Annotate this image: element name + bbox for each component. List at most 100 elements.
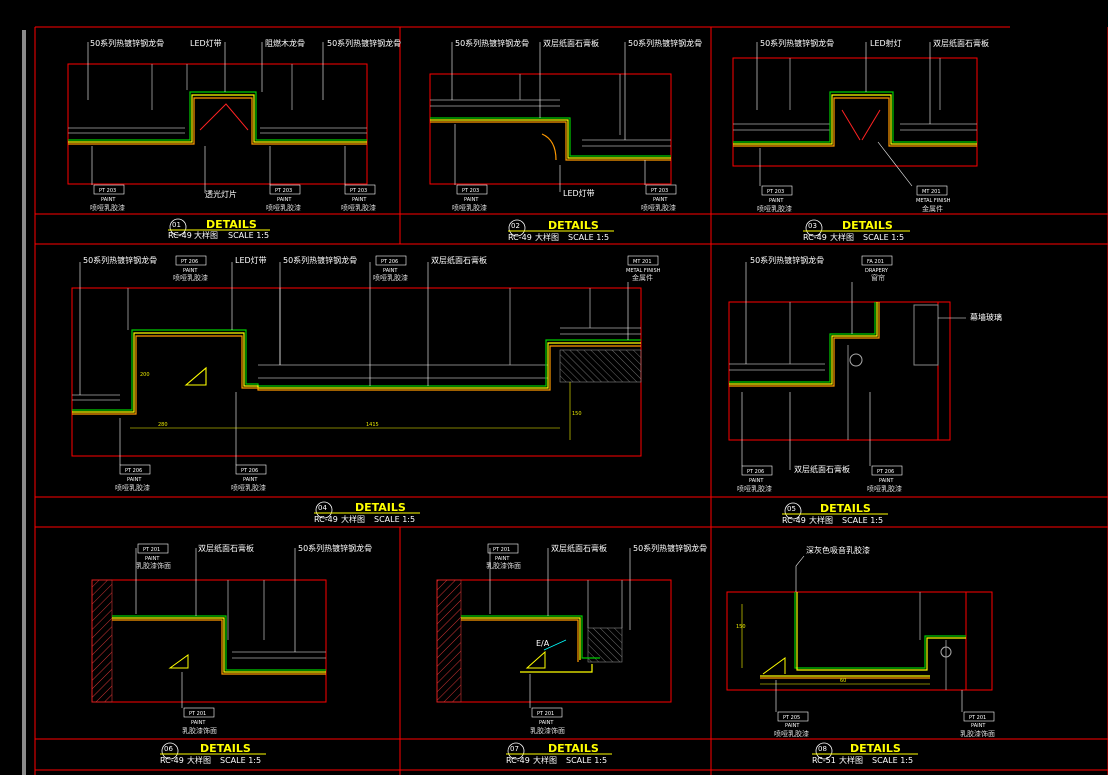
view-type: 大样图 — [194, 230, 218, 240]
finish-code: PT 203 — [462, 188, 479, 194]
paint-label: PAINT — [277, 197, 292, 203]
finish-code: FA 201 — [867, 259, 884, 265]
detail-02: 50系列热镀锌钢龙骨 双层纸面石膏板 50系列热镀锌钢龙骨 LED灯带 PT 2… — [429, 38, 702, 242]
metal-finish-label: METAL FINISH — [916, 198, 951, 204]
finish-note: 乳胶漆饰面 — [182, 726, 217, 735]
scale-text: SCALE 1:5 — [568, 233, 609, 242]
label-steel-keel: 50系列热镀锌钢龙骨 — [760, 38, 834, 48]
view-type: 大样图 — [187, 755, 211, 765]
scale-text: SCALE 1:5 — [374, 515, 415, 524]
label-gypsum-board: 双层纸面石膏板 — [551, 543, 607, 553]
label-gypsum-board: 双层纸面石膏板 — [431, 255, 487, 265]
finish-note: 喷哑乳胶漆 — [341, 203, 376, 212]
label-steel-keel-2: 50系列热镀锌钢龙骨 — [628, 38, 702, 48]
paint-label: PAINT — [352, 197, 367, 203]
finish-code: PT 206 — [877, 469, 894, 475]
paint-label: PAINT — [785, 723, 800, 729]
sheet-left-margin-bar — [22, 30, 26, 775]
label-steel-keel-1: 50系列热镀锌钢龙骨 — [83, 255, 157, 265]
detail-number: 04 — [318, 504, 327, 512]
finish-code: PT 203 — [275, 188, 292, 194]
finish-code: PT 206 — [381, 259, 398, 265]
view-type: 大样图 — [809, 515, 833, 525]
view-type: 大样图 — [533, 755, 557, 765]
scale-text: SCALE 1:5 — [872, 756, 913, 765]
finish-code: PT 201 — [189, 711, 206, 717]
paint-label: PAINT — [971, 723, 986, 729]
finish-note: 喷哑乳胶漆 — [452, 203, 487, 212]
label-gypsum-board: 双层纸面石膏板 — [794, 464, 850, 474]
label-steel-keel-1: 50系列热镀锌钢龙骨 — [455, 38, 529, 48]
detail-08: 150 60 深灰色吸音乳胶漆 PT 205 PAINT 喷哑乳胶漆 PT 20… — [726, 545, 995, 765]
label-gypsum-board: 双层纸面石膏板 — [933, 38, 989, 48]
details-heading: DETAILS — [820, 502, 871, 515]
label-led-strip: LED灯带 — [190, 38, 222, 48]
detail-number: 03 — [808, 222, 817, 230]
details-heading: DETAILS — [842, 219, 893, 232]
detail-title-block: 06 DETAILS RC-49 大样图 SCALE 1:5 — [160, 742, 266, 765]
finish-note: 喷哑乳胶漆 — [90, 203, 125, 212]
paint-label: PAINT — [101, 197, 116, 203]
detail-01: 50系列热镀锌钢龙骨 LED灯带 阻燃木龙骨 50系列热镀锌钢龙骨 透光灯片 P… — [67, 38, 401, 240]
paint-label: PAINT — [539, 720, 554, 726]
label-steel-keel-1: 50系列热镀锌钢龙骨 — [90, 38, 164, 48]
scale-text: SCALE 1:5 — [863, 233, 904, 242]
metal-finish-label: METAL FINISH — [626, 268, 661, 274]
detail-title-block: 02 DETAILS RC-49 大样图 SCALE 1:5 — [508, 219, 614, 242]
label-gypsum-board: 双层纸面石膏板 — [198, 543, 254, 553]
scale-text: SCALE 1:5 — [228, 231, 269, 240]
finish-note: 喷哑乳胶漆 — [757, 204, 792, 213]
finish-code: MT 201 — [922, 189, 941, 195]
paint-label: PAINT — [191, 720, 206, 726]
sheet-reference: RC-49 — [508, 233, 532, 242]
label-wood-keel: 阻燃木龙骨 — [265, 38, 305, 48]
sheet-frame — [34, 26, 1108, 775]
paint-label: PAINT — [127, 477, 142, 483]
paint-label: PAINT — [464, 197, 479, 203]
sheet-reference: RC-49 — [803, 233, 827, 242]
detail-number: 01 — [172, 221, 181, 229]
finish-code: PT 201 — [493, 547, 510, 553]
details-heading: DETAILS — [548, 219, 599, 232]
finish-note: 窗帘 — [871, 273, 885, 282]
detail-boundary — [436, 579, 672, 703]
finish-note: 喷哑乳胶漆 — [737, 484, 772, 493]
sheet-reference: RC-49 — [782, 516, 806, 525]
detail-number: 06 — [164, 745, 173, 753]
view-type: 大样图 — [830, 232, 854, 242]
label-steel-keel-2: 50系列热镀锌钢龙骨 — [327, 38, 401, 48]
sheet-reference: RC-49 — [168, 231, 192, 240]
finish-note: 喷哑乳胶漆 — [266, 203, 301, 212]
finish-note: 喷哑乳胶漆 — [774, 729, 809, 738]
label-acoustic-paint: 深灰色吸音乳胶漆 — [806, 545, 870, 555]
paint-label: PAINT — [769, 198, 784, 204]
scale-text: SCALE 1:5 — [842, 516, 883, 525]
finish-note: 喷哑乳胶漆 — [373, 273, 408, 282]
detail-title-block: 01 DETAILS RC-49 大样图 SCALE 1:5 — [168, 218, 270, 240]
finish-note: 喷哑乳胶漆 — [173, 273, 208, 282]
finish-code: PT 201 — [143, 547, 160, 553]
dimension-text: 1415 — [366, 422, 379, 428]
label-gypsum-board: 双层纸面石膏板 — [543, 38, 599, 48]
detail-number: 05 — [787, 505, 796, 513]
finish-note: 喷哑乳胶漆 — [231, 483, 266, 492]
detail-05: 50系列热镀锌钢龙骨 幕墙玻璃 双层纸面石膏板 FA 201 DRAPERY 窗… — [728, 255, 1002, 525]
detail-number: 02 — [511, 222, 520, 230]
dimension-text: 200 — [140, 372, 150, 378]
details-heading: DETAILS — [355, 501, 406, 514]
finish-code: PT 203 — [651, 188, 668, 194]
detail-boundary — [429, 73, 672, 185]
detail-06: PT 201 PAINT 乳胶漆饰面 双层纸面石膏板 50系列热镀锌钢龙骨 PT… — [91, 543, 372, 765]
paint-label: PAINT — [243, 477, 258, 483]
finish-code: PT 206 — [747, 469, 764, 475]
label-led-strip: LED灯带 — [235, 255, 267, 265]
label-steel-keel: 50系列热镀锌钢龙骨 — [298, 543, 372, 553]
label-light-panel: 透光灯片 — [205, 189, 237, 199]
details-heading: DETAILS — [206, 218, 257, 231]
paint-label: PAINT — [145, 556, 160, 562]
paint-label: PAINT — [749, 478, 764, 484]
finish-code: PT 203 — [99, 188, 116, 194]
detail-title-block: 05 DETAILS RC-49 大样图 SCALE 1:5 — [782, 502, 888, 525]
finish-code: MT 201 — [633, 259, 652, 265]
